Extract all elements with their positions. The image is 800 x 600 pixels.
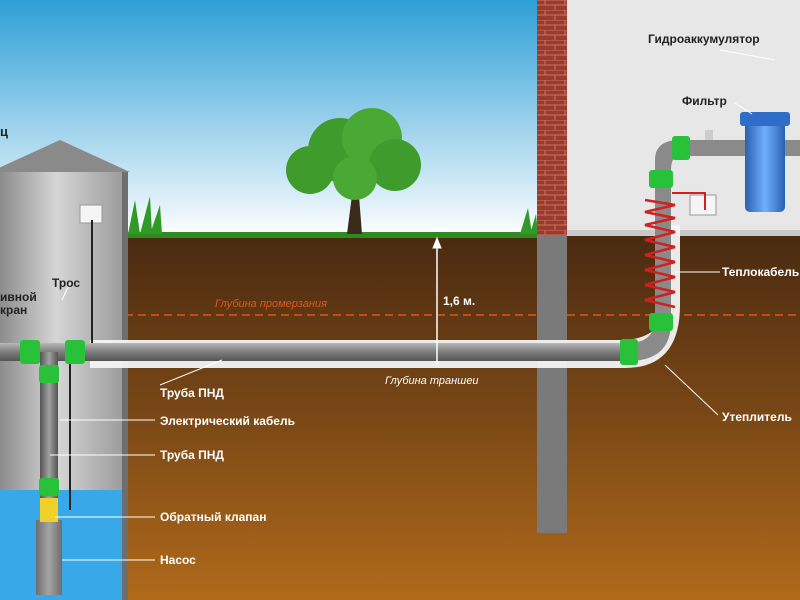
- pipe-fittings: [20, 136, 690, 496]
- label-drain-valve-line2: кран: [0, 303, 28, 317]
- label-rope: Трос: [52, 276, 81, 290]
- check-valve: [40, 498, 58, 522]
- label-check-valve: Обратный клапан: [160, 510, 267, 524]
- heating-cable-lead: [672, 192, 706, 210]
- label-pipe-pnd-bottom: Труба ПНД: [160, 448, 224, 462]
- label-filter: Фильтр: [682, 94, 727, 108]
- tree: [286, 108, 421, 234]
- label-trench-depth: Глубина траншеи: [385, 375, 479, 387]
- house-socket-icon: [689, 194, 717, 216]
- main-pipe-horizontal: [0, 343, 628, 361]
- foundation: [537, 235, 567, 533]
- leader-lines: [50, 49, 776, 561]
- label-drain-valve-line1: ивной: [0, 290, 37, 304]
- label-electric-cable: Электрический кабель: [160, 414, 295, 428]
- building-floor: [565, 230, 800, 236]
- heating-cable-coil: [644, 198, 676, 309]
- grass-strip: [120, 232, 540, 238]
- label-insulation: Утеплитель: [722, 410, 792, 424]
- grass-tufts: [128, 196, 538, 234]
- brick-wall: [537, 0, 567, 235]
- label-heating-cable: Теплокабель: [722, 265, 800, 279]
- label-hydroaccumulator: Гидроаккумулятор: [648, 32, 760, 46]
- depth-arrow: [432, 236, 442, 365]
- filter-housing: [705, 112, 790, 212]
- label-pipe-pnd-top: Труба ПНД: [160, 386, 224, 400]
- label-pump: Насос: [160, 553, 196, 567]
- label-left-title-fragment: ц: [0, 124, 8, 139]
- well-casing: [0, 140, 130, 600]
- label-freezing-depth: Глубина промерзания: [215, 298, 327, 310]
- pump: [36, 520, 62, 595]
- label-depth-value: 1,6 м.: [443, 294, 476, 308]
- well-pipe-vertical: [40, 352, 58, 502]
